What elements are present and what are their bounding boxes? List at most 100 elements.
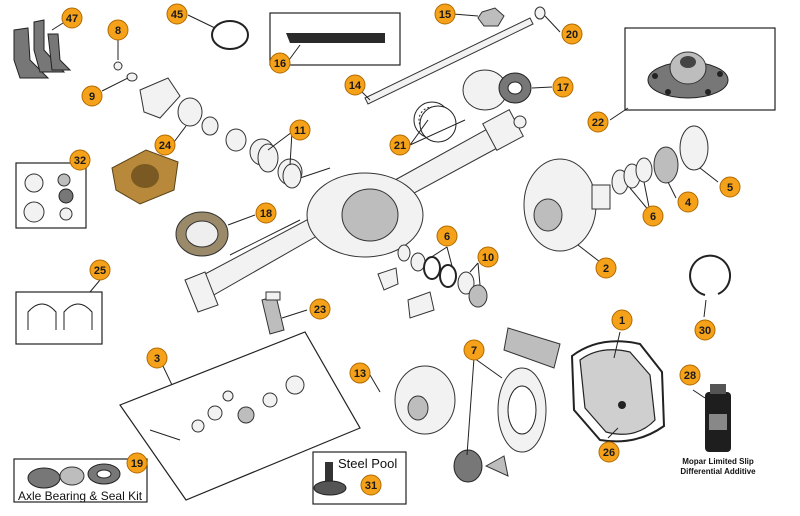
badge-24[interactable]: 24 — [154, 134, 176, 156]
part-6-shims-center — [397, 244, 457, 288]
svg-text:6: 6 — [650, 211, 656, 223]
badge-14[interactable]: 14 — [344, 74, 366, 96]
badge-1[interactable]: 1 — [611, 309, 633, 331]
part-31-steel-pool — [313, 462, 347, 496]
badge-23[interactable]: 23 — [309, 298, 331, 320]
badge-19[interactable]: 19 — [126, 452, 148, 474]
part-15-nut — [477, 7, 505, 27]
svg-text:16: 16 — [274, 58, 286, 70]
part-18-seal — [175, 211, 229, 257]
bracket-parts — [377, 267, 435, 319]
badge-31[interactable]: 31 — [360, 474, 382, 496]
svg-text:22: 22 — [592, 117, 604, 129]
svg-text:19: 19 — [131, 458, 143, 470]
badge-25[interactable]: 25 — [89, 259, 111, 281]
svg-text:21: 21 — [394, 140, 406, 152]
part-19-bearing-kit — [27, 463, 121, 489]
part-box-25 — [15, 291, 103, 345]
svg-text:26: 26 — [603, 447, 615, 459]
svg-text:1: 1 — [619, 315, 625, 327]
badge-32[interactable]: 32 — [69, 149, 91, 171]
svg-text:31: 31 — [365, 480, 377, 492]
badge-8[interactable]: 8 — [107, 19, 129, 41]
part-23-bolt — [261, 291, 285, 335]
badge-30[interactable]: 30 — [694, 319, 716, 341]
badge-3[interactable]: 3 — [146, 347, 168, 369]
svg-text:24: 24 — [159, 140, 172, 152]
badge-18[interactable]: 18 — [255, 202, 277, 224]
badge-5[interactable]: 5 — [719, 176, 741, 198]
badge-22[interactable]: 22 — [587, 111, 609, 133]
badge-6-center[interactable]: 6 — [436, 225, 458, 247]
svg-text:32: 32 — [74, 155, 86, 167]
svg-text:8: 8 — [115, 25, 121, 37]
badge-9[interactable]: 9 — [81, 85, 103, 107]
leader-lines — [51, 13, 719, 456]
part-6-shims-right — [611, 157, 653, 195]
svg-text:30: 30 — [699, 325, 711, 337]
svg-text:7: 7 — [471, 345, 477, 357]
badge-4[interactable]: 4 — [677, 191, 699, 213]
svg-text:11: 11 — [294, 125, 306, 137]
badge-13[interactable]: 13 — [349, 362, 371, 384]
part-22-hub — [647, 51, 729, 99]
part-2-carrier — [523, 158, 611, 252]
part-32-shim-kit — [23, 173, 74, 223]
part-28-mopar-bottle — [705, 384, 731, 452]
caption-steel-pool: Steel Pool — [338, 456, 397, 471]
svg-text:45: 45 — [171, 9, 183, 21]
badge-26[interactable]: 26 — [598, 441, 620, 463]
part-26-diff-cover — [570, 340, 666, 443]
part-24-yoke — [111, 149, 179, 205]
badge-10[interactable]: 10 — [477, 246, 499, 268]
svg-text:28: 28 — [684, 370, 696, 382]
svg-text:17: 17 — [557, 82, 569, 94]
part-25-u-bolts — [27, 303, 93, 330]
svg-text:25: 25 — [94, 265, 106, 277]
svg-text:10: 10 — [482, 252, 494, 264]
part-10-bearing — [457, 271, 488, 308]
part-16-shaft — [286, 33, 385, 43]
svg-text:47: 47 — [66, 13, 78, 25]
part-11-bearings — [257, 143, 302, 189]
badge-16[interactable]: 16 — [269, 52, 291, 74]
svg-text:3: 3 — [154, 353, 160, 365]
caption-mopar-line2: Differential Additive — [680, 467, 756, 476]
part-47-brackets — [13, 19, 72, 79]
badge-20[interactable]: 20 — [561, 23, 583, 45]
svg-text:20: 20 — [566, 29, 578, 41]
part-45-snap-ring — [211, 20, 249, 50]
part-3-spider-gear-kit — [119, 331, 361, 501]
svg-text:5: 5 — [727, 182, 733, 194]
badge-15[interactable]: 15 — [434, 3, 456, 25]
axle-housing — [184, 109, 524, 313]
part-30-snap-ring — [689, 254, 731, 296]
svg-text:4: 4 — [685, 197, 692, 209]
badge-21[interactable]: 21 — [389, 134, 411, 156]
badge-11[interactable]: 11 — [289, 119, 311, 141]
svg-text:18: 18 — [260, 208, 272, 220]
svg-text:2: 2 — [603, 263, 609, 275]
svg-text:23: 23 — [314, 304, 326, 316]
part-5-bearing-cup — [679, 125, 709, 171]
badge-6-right[interactable]: 6 — [642, 205, 664, 227]
badge-47[interactable]: 47 — [61, 7, 83, 29]
part-7-ring-pinion — [453, 327, 561, 483]
badge-28[interactable]: 28 — [679, 364, 701, 386]
badge-45[interactable]: 45 — [166, 3, 188, 25]
part-17-gaskets — [462, 69, 532, 129]
badge-17[interactable]: 17 — [552, 76, 574, 98]
part-8-9-bolt — [113, 61, 138, 82]
svg-text:9: 9 — [89, 91, 95, 103]
svg-text:13: 13 — [354, 368, 366, 380]
part-20-seal — [534, 6, 546, 20]
svg-text:14: 14 — [349, 80, 362, 92]
badge-7[interactable]: 7 — [463, 339, 485, 361]
part-13-diff-case — [394, 365, 456, 435]
badge-2[interactable]: 2 — [595, 257, 617, 279]
svg-text:6: 6 — [444, 231, 450, 243]
part-14-axle-shaft — [364, 17, 534, 105]
part-4-bearing-cone — [653, 146, 679, 184]
caption-axle-bearing-kit: Axle Bearing & Seal Kit — [18, 489, 143, 503]
